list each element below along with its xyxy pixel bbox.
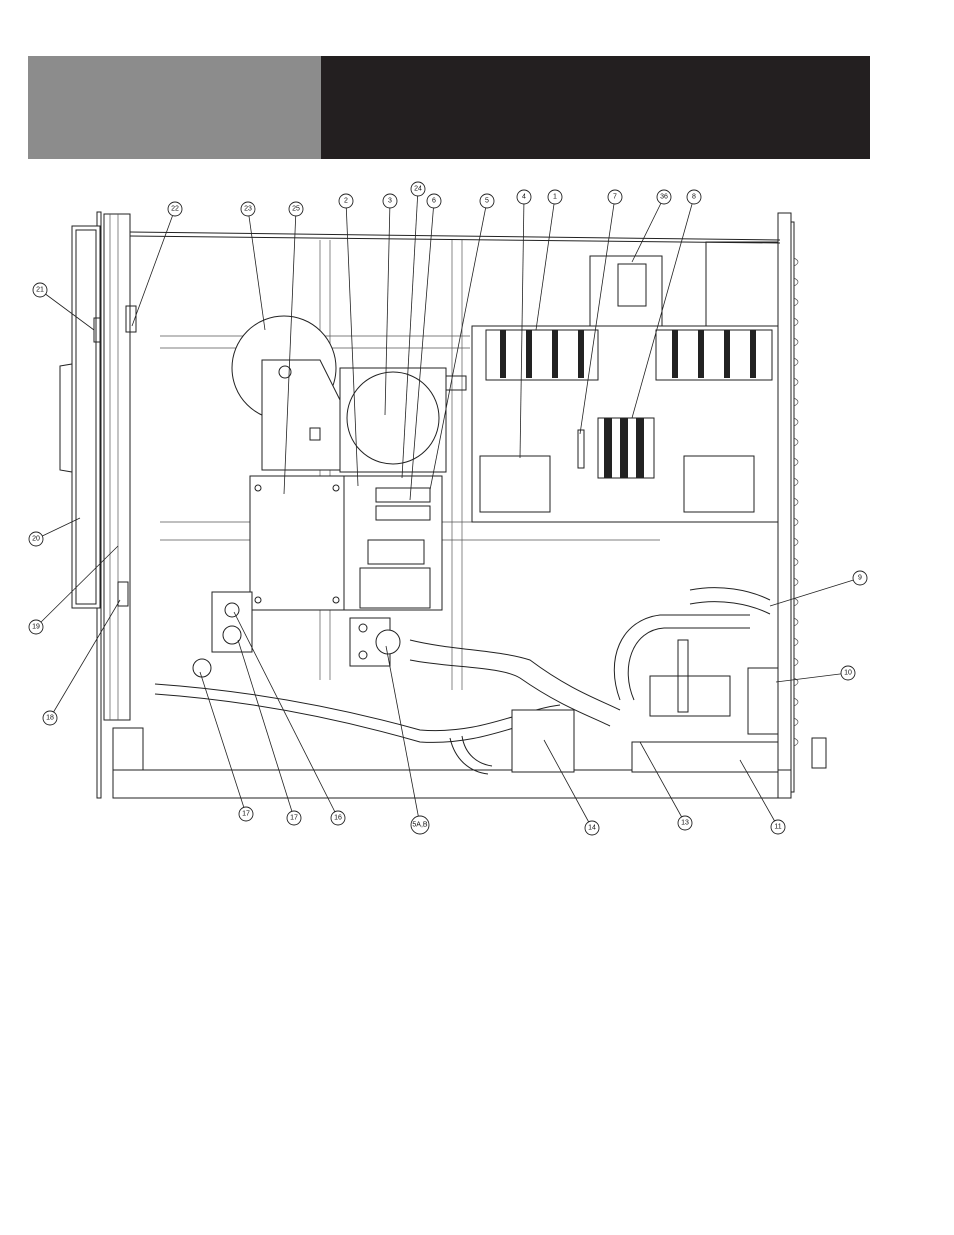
callout-20: 20 [29,532,43,546]
svg-text:5: 5 [485,198,489,205]
callout-leader-1 [536,197,555,330]
callout-1: 1 [548,190,562,204]
callout-11: 11 [771,820,785,834]
front-panel [60,214,136,720]
callout-5a-b: 5A,B [411,816,429,834]
svg-text:36: 36 [660,194,668,201]
svg-text:3: 3 [388,198,392,205]
svg-text:25: 25 [292,206,300,213]
callout-7: 7 [608,190,622,204]
callout-24: 24 [411,182,425,196]
callout-21: 21 [33,283,47,297]
callout-leader-23 [248,209,265,330]
svg-text:21: 21 [36,287,44,294]
callout-14: 14 [585,821,599,835]
callout-4: 4 [517,190,531,204]
callout-leader-9 [770,578,860,606]
callout-5: 5 [480,194,494,208]
callout-16: 16 [331,811,345,825]
heatsink-fins [794,258,798,746]
callout-10: 10 [841,666,855,680]
svg-text:7: 7 [613,194,617,201]
terminal-board [472,242,778,522]
svg-text:10: 10 [844,670,852,677]
callout-17: 17 [287,811,301,825]
callout-23: 23 [241,202,255,216]
svg-text:5A,B: 5A,B [412,822,428,829]
svg-text:1: 1 [553,194,557,201]
svg-text:19: 19 [32,624,40,631]
callout-leader-22 [132,209,175,326]
svg-text:14: 14 [588,825,596,832]
callout-3: 3 [383,194,397,208]
callout-17: 17 [239,807,253,821]
svg-text:22: 22 [171,206,179,213]
callout-25: 25 [289,202,303,216]
callout-18: 18 [43,711,57,725]
callout-13: 13 [678,816,692,830]
svg-text:17: 17 [290,815,298,822]
svg-text:4: 4 [522,194,526,201]
svg-text:24: 24 [414,186,422,193]
callout-2: 2 [339,194,353,208]
svg-text:23: 23 [244,206,252,213]
svg-text:16: 16 [334,815,342,822]
svg-text:17: 17 [242,811,250,818]
callout-9: 9 [853,571,867,585]
svg-text:9: 9 [858,575,862,582]
callout-22: 22 [168,202,182,216]
callout-leader-36 [632,197,664,262]
callout-19: 19 [29,620,43,634]
control-plate [250,476,442,610]
callout-leader-10 [776,673,848,682]
svg-text:13: 13 [681,820,689,827]
svg-text:2: 2 [344,198,348,205]
svg-text:11: 11 [774,824,781,831]
svg-text:8: 8 [692,194,696,201]
callout-8: 8 [687,190,701,204]
svg-text:6: 6 [432,198,436,205]
callout-36: 36 [657,190,671,204]
svg-text:18: 18 [46,715,54,722]
svg-text:20: 20 [32,536,40,543]
callout-6: 6 [427,194,441,208]
